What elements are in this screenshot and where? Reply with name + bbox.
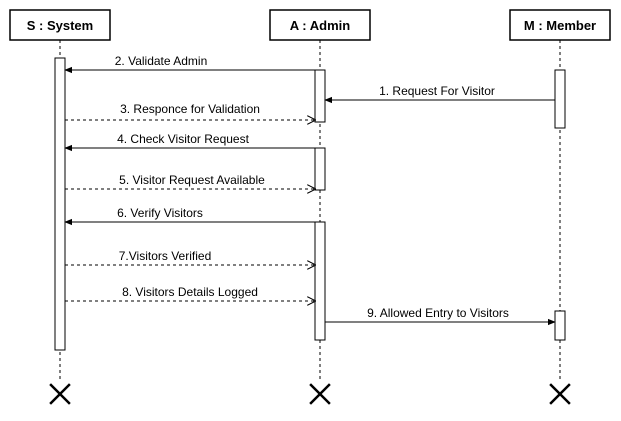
message-2-label: 2. Validate Admin xyxy=(115,54,208,68)
message-6-label: 6. Verify Visitors xyxy=(117,206,203,220)
message-3-label: 3. Responce for Validation xyxy=(120,102,260,116)
participant-admin[interactable]: A : Admin xyxy=(269,9,371,41)
message-8-label: 8. Visitors Details Logged xyxy=(122,285,258,299)
participant-system-label: S : System xyxy=(27,18,93,33)
message-5-label: 5. Visitor Request Available xyxy=(119,173,265,187)
activation-member-2 xyxy=(554,310,566,341)
activation-member-1 xyxy=(554,69,566,129)
activation-system xyxy=(54,57,66,351)
participant-system[interactable]: S : System xyxy=(9,9,111,41)
message-7-label: 7.Visitors Verified xyxy=(119,249,212,263)
destroy-member-icon xyxy=(549,383,571,405)
message-9-label: 9. Allowed Entry to Visitors xyxy=(367,306,509,320)
activation-admin-3 xyxy=(314,221,326,341)
message-1-label: 1. Request For Visitor xyxy=(379,84,495,98)
destroy-system-icon xyxy=(49,383,71,405)
message-4-label: 4. Check Visitor Request xyxy=(117,132,250,146)
destroy-admin-icon xyxy=(309,383,331,405)
participant-member-label: M : Member xyxy=(524,18,596,33)
activation-admin-2 xyxy=(314,147,326,191)
activation-admin-1 xyxy=(314,69,326,123)
participant-member[interactable]: M : Member xyxy=(509,9,611,41)
participant-admin-label: A : Admin xyxy=(290,18,350,33)
